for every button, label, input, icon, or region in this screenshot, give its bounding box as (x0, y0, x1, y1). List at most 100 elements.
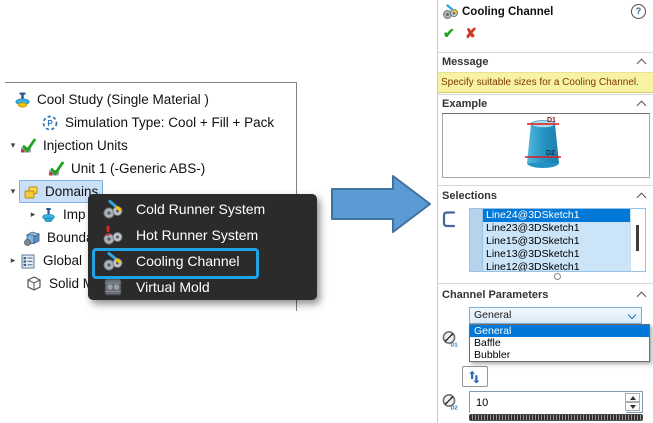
expander-icon[interactable]: ▸ (10, 255, 16, 265)
d2-diameter-icon: D2 (441, 393, 458, 412)
dropdown-option-bubbler[interactable]: Bubbler (474, 349, 511, 361)
selection-list-item[interactable]: Line23@3DSketch1 (483, 222, 630, 235)
injection-units-icon (19, 137, 37, 155)
selection-list-item[interactable]: Line12@3DSketch1 (483, 261, 630, 271)
cool-study-icon (13, 91, 31, 109)
message-header-label: Message (442, 56, 489, 68)
listbox-items: Line24@3DSketch1 Line23@3DSketch1 Line15… (483, 209, 630, 271)
reverse-direction-button[interactable] (462, 366, 488, 387)
up-arrow-icon (629, 395, 636, 400)
tree-item-cool-study: Cool Study (Single Material ) (5, 88, 304, 111)
flow-arrow (331, 175, 431, 233)
svg-text:P: P (47, 119, 53, 128)
dropdown-option-general[interactable]: General (470, 325, 649, 337)
section-divider (438, 94, 653, 95)
example-section-header: Example (438, 95, 653, 113)
d1-diameter-icon: D1 (441, 330, 458, 349)
virtual-mold-icon (102, 276, 124, 298)
cooling-channel-title-icon (442, 3, 459, 25)
example-image: D1 D2 (442, 113, 650, 178)
cancel-button[interactable]: ✘ (465, 25, 477, 41)
menu-item-label[interactable]: Hot Runner System (136, 227, 259, 243)
menu-item-label[interactable]: Virtual Mold (136, 279, 210, 295)
tree-item-injection-units: ▾ Injection Units (5, 134, 298, 157)
tree-item-solid-mesh: Solid M (5, 272, 316, 295)
menu-item-cold-runner-system[interactable]: Cold Runner System (88, 196, 317, 222)
tree-item-label[interactable]: Bounda (47, 230, 94, 245)
menu-item-label[interactable]: Cooling Channel (136, 253, 240, 269)
section-divider (438, 185, 653, 186)
import-domain-icon (39, 206, 57, 224)
tree-item-label[interactable]: Global (43, 253, 83, 268)
example-d2-label: D2 (546, 150, 555, 157)
collapse-chevron-icon[interactable] (636, 291, 646, 301)
selection-list-item[interactable]: Line15@3DSketch1 (483, 235, 630, 248)
expander-icon[interactable]: ▾ (10, 140, 16, 150)
swap-arrows-icon (468, 370, 479, 384)
tree-item-label[interactable]: Simulation Type: Cool + Fill + Pack (65, 115, 275, 130)
d2-icon-label: D2 (451, 406, 458, 411)
feature-tree-panel: Cool Study (Single Material ) P Simulati… (5, 82, 297, 311)
expander-icon[interactable]: ▾ (10, 186, 16, 196)
global-parameters-icon (19, 252, 37, 270)
channel-parameters-header-label: Channel Parameters (442, 289, 549, 301)
message-section-header: Message (438, 53, 653, 71)
simulation-type-icon: P (41, 114, 59, 132)
tree-item-unit-1: Unit 1 (-Generic ABS-) (5, 157, 338, 180)
selection-list-item[interactable]: Line24@3DSketch1 (483, 209, 630, 222)
menu-item-cooling-channel[interactable]: Cooling Channel (88, 248, 317, 274)
channel-type-combobox[interactable]: General (469, 307, 642, 324)
collapse-chevron-icon[interactable] (636, 192, 646, 202)
edge-selection-icon (441, 210, 458, 234)
selection-list-item[interactable]: Line13@3DSketch1 (483, 248, 630, 261)
tree-item-label[interactable]: Unit 1 (-Generic ABS-) (71, 161, 206, 176)
boundary-icon (23, 229, 41, 247)
tree-item-label[interactable]: Domains (45, 184, 99, 199)
menu-item-hot-runner-system[interactable]: Hot Runner System (88, 222, 317, 248)
selections-header-label: Selections (442, 190, 498, 202)
expander-icon[interactable]: ▸ (30, 209, 36, 219)
ok-button[interactable]: ✔ (443, 25, 455, 41)
spinner-down-button[interactable] (625, 402, 640, 411)
listbox-scrollbar[interactable] (630, 209, 645, 271)
domains-icon (22, 183, 40, 201)
diameter-slider[interactable] (469, 414, 643, 421)
section-divider (438, 283, 653, 284)
tree-item-label[interactable]: Imp (63, 207, 86, 222)
spinner-up-button[interactable] (625, 393, 640, 402)
diameter-spinner (625, 393, 640, 411)
dropdown-option-baffle[interactable]: Baffle (474, 337, 501, 349)
context-menu: Cold Runner System Hot Runner System Coo… (88, 194, 317, 300)
down-arrow-icon (629, 404, 636, 409)
channel-type-dropdown: General Baffle Bubbler (469, 324, 650, 362)
tree-item-import: ▸ Imp (5, 203, 318, 226)
selections-listbox[interactable]: Line24@3DSketch1 Line23@3DSketch1 Line15… (469, 208, 646, 272)
listbox-resize-handle[interactable] (554, 273, 561, 280)
help-button[interactable]: ? (631, 4, 646, 19)
dropdown-chevron-icon[interactable] (628, 312, 636, 320)
collapse-chevron-icon[interactable] (636, 58, 646, 68)
tree-item-boundary: Bounda (5, 226, 314, 249)
channel-parameters-section-header: Channel Parameters (438, 286, 653, 304)
tree-selection-highlight[interactable]: Domains (19, 180, 104, 203)
menu-item-virtual-mold[interactable]: Virtual Mold (88, 274, 317, 300)
tree-item-global: ▸ Global (5, 249, 298, 272)
diameter-field-wrap (469, 391, 643, 414)
cold-runner-icon (102, 198, 124, 220)
menu-item-label[interactable]: Cold Runner System (136, 201, 266, 217)
message-text: Specify suitable sizes for a Cooling Cha… (438, 72, 653, 93)
cooling-channel-icon (102, 250, 124, 272)
scrollbar-thumb[interactable] (636, 225, 639, 251)
hot-runner-icon (102, 224, 124, 246)
property-manager-panel: Cooling Channel ? ✔ ✘ Message Specify su… (437, 0, 653, 423)
tree-item-label[interactable]: Cool Study (Single Material ) (37, 92, 209, 107)
tree-item-label[interactable]: Solid M (49, 276, 95, 291)
unit-icon (47, 160, 65, 178)
section-divider (438, 52, 653, 53)
tree-item-simulation-type: P Simulation Type: Cool + Fill + Pack (5, 111, 332, 134)
tree-item-label[interactable]: Injection Units (43, 138, 128, 153)
collapse-chevron-icon[interactable] (636, 100, 646, 110)
diameter-input[interactable] (470, 392, 626, 414)
selections-section-header: Selections (438, 187, 653, 205)
